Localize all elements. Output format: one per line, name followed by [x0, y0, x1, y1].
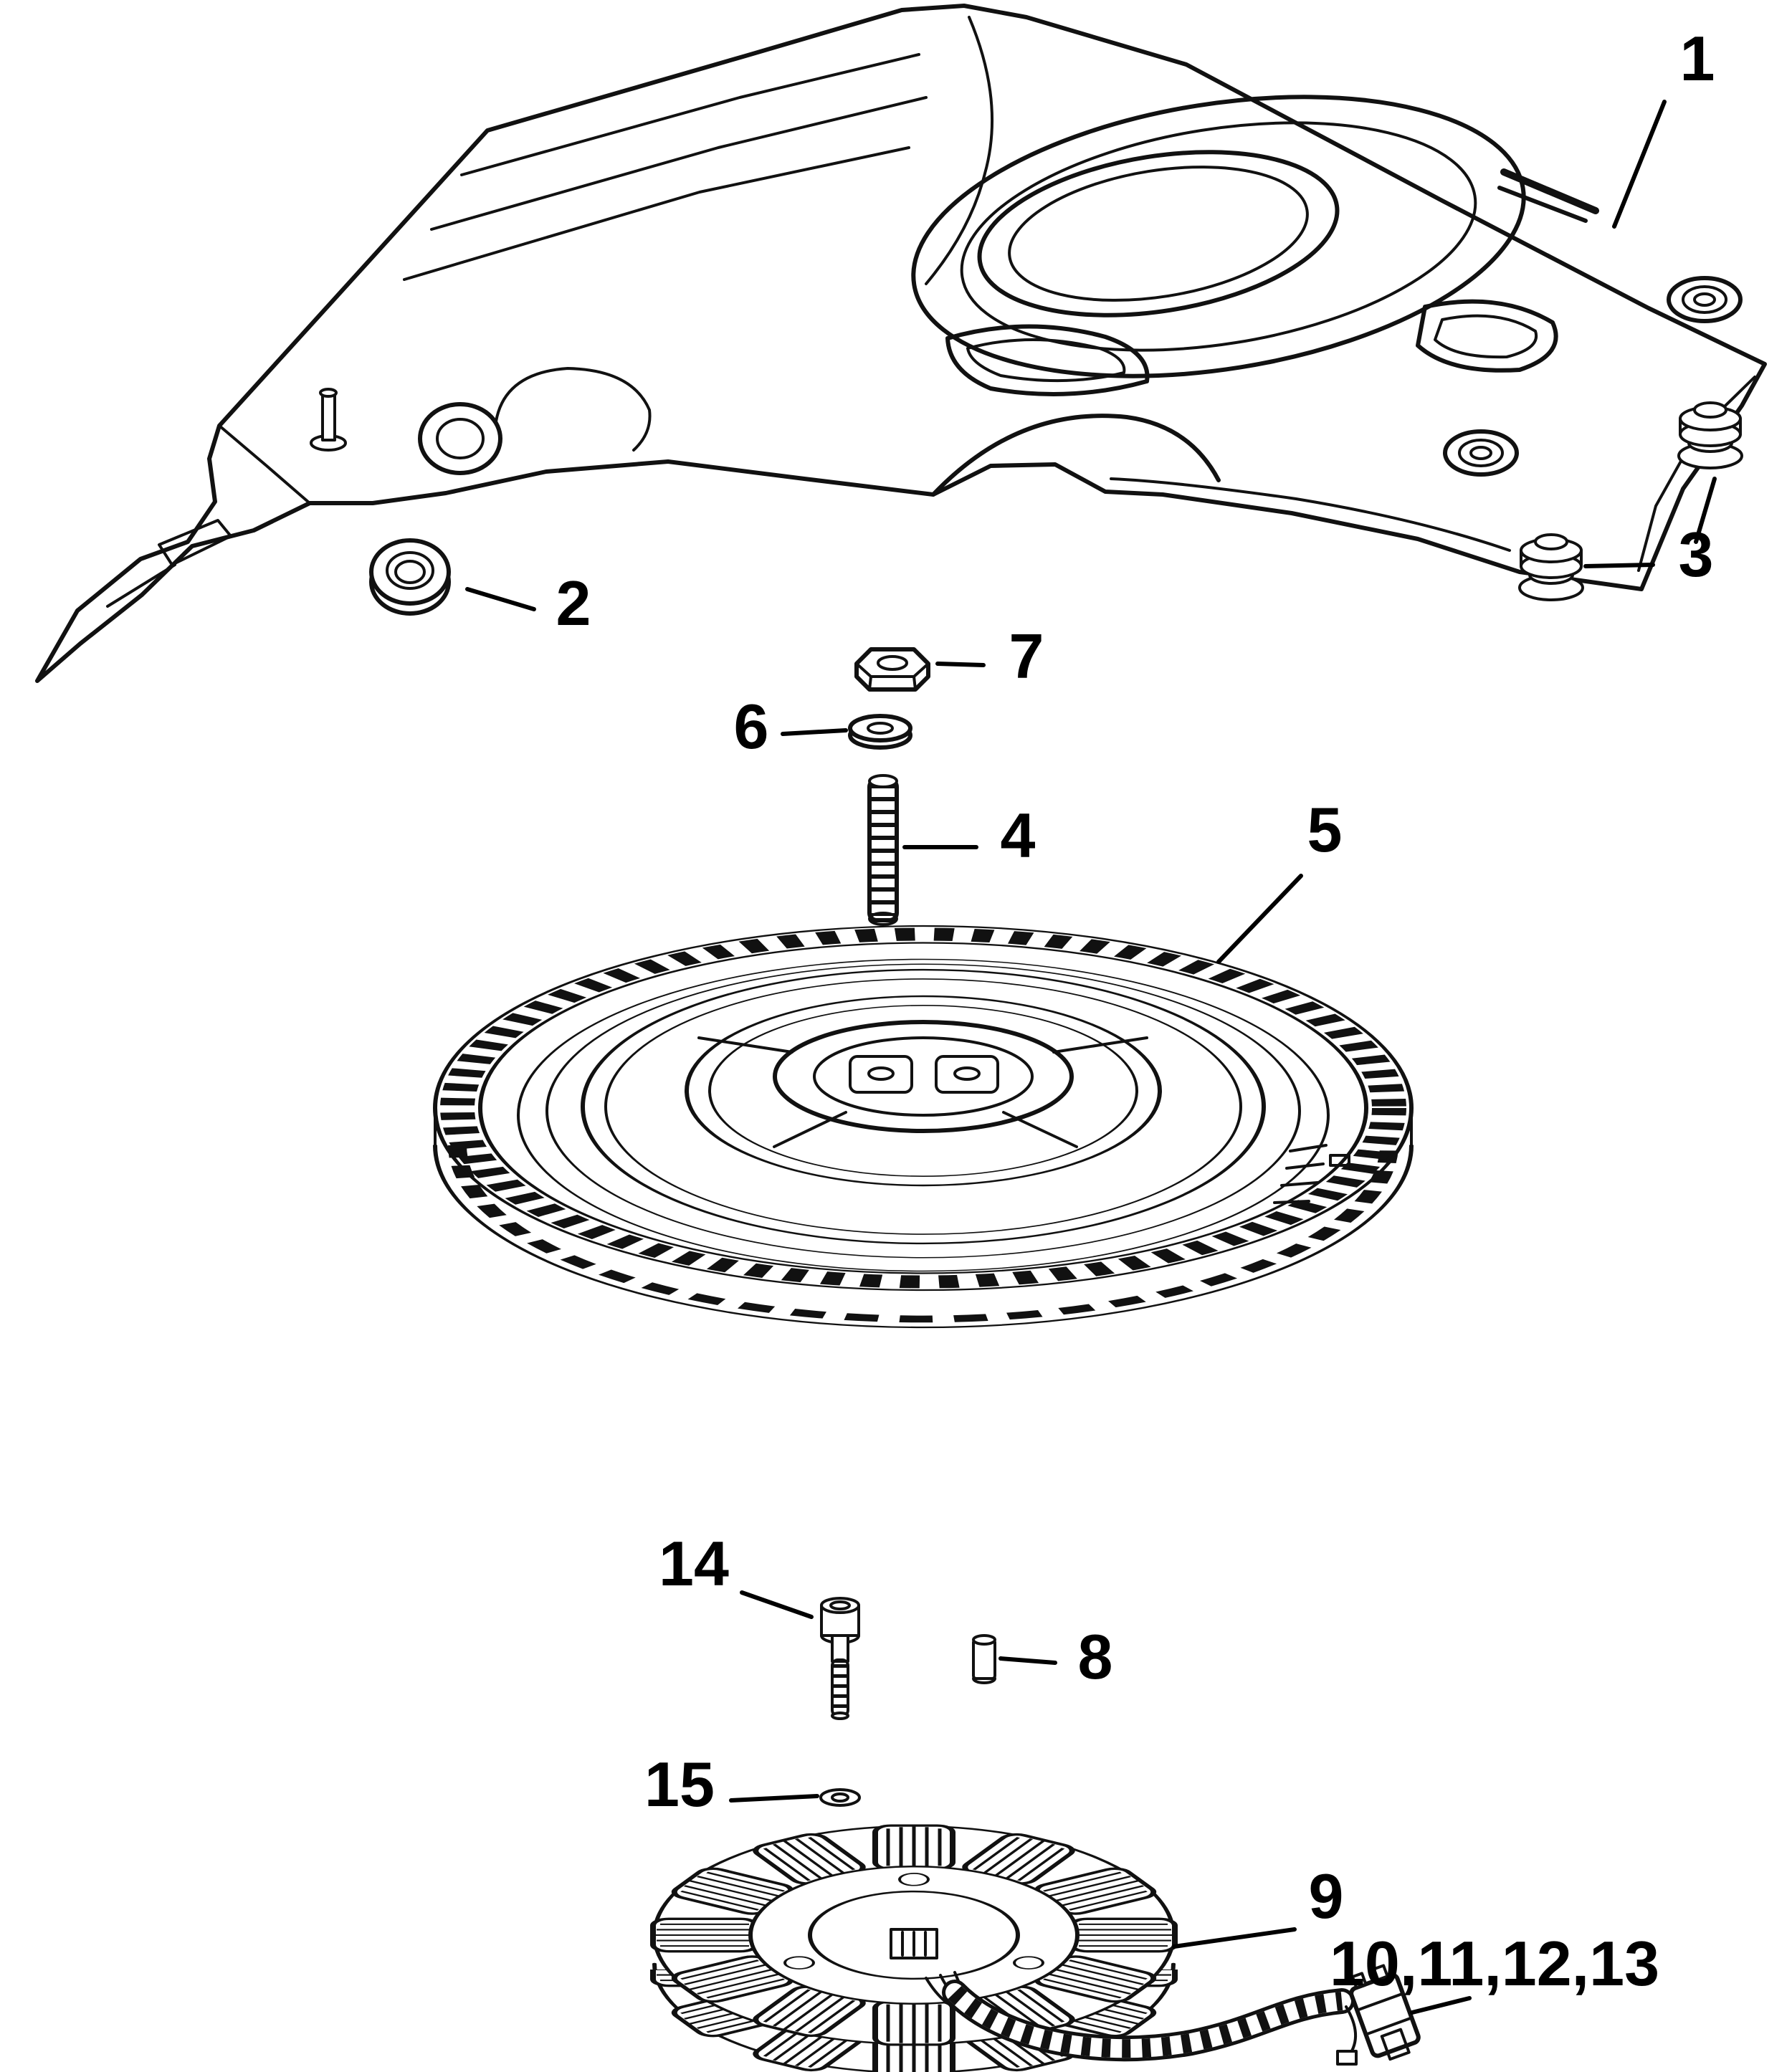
callout-labels: 1 2 3 4 5 6 7 8 9 10,11,12,13 14 15 — [556, 23, 1715, 1999]
wire-harness — [942, 1964, 1421, 2066]
grommet — [369, 538, 451, 616]
leader-line-1 — [1612, 100, 1667, 229]
leader-line-7 — [935, 662, 986, 667]
flywheel-rim — [581, 968, 1266, 1245]
stator — [653, 1825, 1175, 2072]
ring-gear-teeth — [433, 925, 1414, 1292]
callout-9: 9 — [1309, 1861, 1344, 1932]
rubber-mount-lower — [1518, 533, 1584, 601]
flywheel-hub — [773, 1020, 1074, 1133]
pigtail-wire — [1345, 2005, 1358, 2057]
cover-mount-boss-lower — [1443, 429, 1519, 477]
rubber-mount-upper — [1677, 401, 1743, 469]
cover-fin-line — [106, 563, 176, 608]
leader-lines — [465, 100, 1717, 2015]
cover-emboss-mark — [1500, 168, 1599, 214]
hex-nut — [854, 647, 930, 692]
flywheel-cover — [35, 4, 1767, 683]
cover-peak-crease — [925, 16, 994, 285]
dowel-pin — [972, 1634, 996, 1684]
callout-7: 7 — [1009, 621, 1044, 692]
cover-side-hole — [418, 402, 502, 475]
callout-5: 5 — [1307, 794, 1343, 865]
callout-3: 3 — [1679, 519, 1714, 590]
cover-emboss-mark — [1497, 186, 1588, 223]
leader-line-15 — [729, 1794, 819, 1803]
leader-line-14 — [740, 1590, 814, 1619]
cover-mount-boss-upper — [1667, 276, 1743, 323]
callout-2: 2 — [556, 568, 591, 639]
leader-line-8 — [999, 1656, 1057, 1665]
leader-line-3a — [1694, 477, 1717, 544]
pigtail-terminal — [1336, 2050, 1358, 2066]
callout-10-11-12-13: 10,11,12,13 — [1330, 1928, 1659, 1999]
callout-8: 8 — [1078, 1621, 1113, 1692]
ring-gear-underside — [433, 1144, 1414, 1329]
flywheel-ring-gear — [433, 925, 1414, 1329]
cover-scoop — [931, 414, 1221, 497]
bolt — [820, 1597, 860, 1720]
cover-bottom-edge — [1110, 477, 1511, 552]
leader-line-5 — [1216, 874, 1303, 964]
harness-connector — [1349, 1964, 1421, 2061]
flywheel-recess — [685, 995, 1162, 1187]
callout-14: 14 — [659, 1528, 729, 1599]
cover-crease-2 — [430, 96, 928, 231]
stud — [867, 774, 899, 926]
cover-bracket — [158, 519, 232, 566]
leader-line-2 — [465, 587, 536, 611]
leader-line-10 — [1410, 1996, 1472, 2015]
cover-dome — [495, 367, 652, 452]
callout-1: 1 — [1680, 23, 1715, 94]
cover-peg — [310, 388, 347, 452]
leader-line-6 — [781, 728, 848, 736]
callout-15: 15 — [644, 1749, 715, 1820]
callout-6: 6 — [734, 691, 769, 762]
flat-washer — [848, 714, 912, 750]
leader-line-9 — [1172, 1927, 1297, 1949]
cover-handle-pocket — [1416, 299, 1558, 373]
braided-cable — [948, 1985, 1343, 2058]
small-washer — [819, 1788, 861, 1807]
cover-kidney-pocket — [945, 324, 1150, 396]
cover-crease-3 — [403, 146, 910, 281]
cover-crease-1 — [460, 53, 920, 176]
cover-oval-recess — [911, 95, 1526, 378]
timing-marks — [1273, 1144, 1350, 1204]
leader-line-3b — [1583, 563, 1655, 568]
callout-4: 4 — [1001, 800, 1036, 871]
